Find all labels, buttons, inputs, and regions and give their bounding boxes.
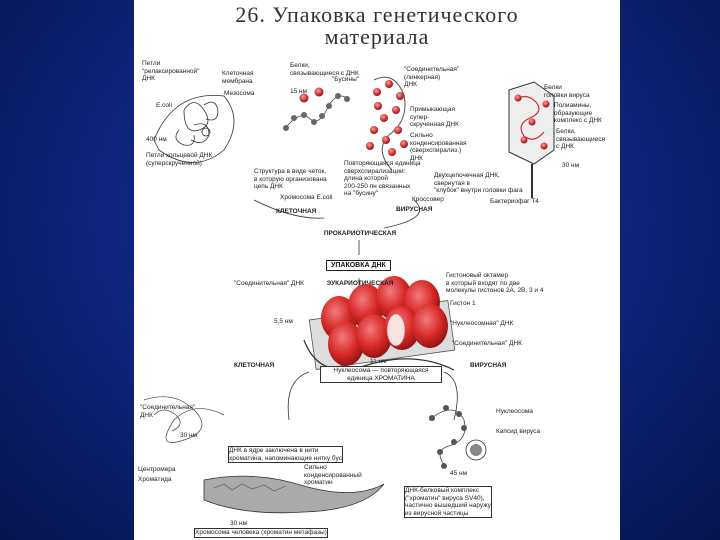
- lower-nm-30-label: 30 нм: [180, 432, 198, 439]
- lower-linker-label: "Соединительная" ДНК: [140, 404, 196, 419]
- capsid-label: Капсид вируса: [496, 428, 541, 435]
- protein-coat-label: Белки головки вируса: [544, 84, 590, 99]
- linker-label: "Соединительная" (линкерная) ДНК: [404, 66, 460, 88]
- cells-label: КЛЕТОЧНАЯ: [276, 208, 317, 215]
- sv40-chromatin-drawing: [428, 405, 487, 469]
- proteins-label: Белки, связывающиеся с ДНК: [290, 62, 359, 77]
- prokaryotic-label: ПРОКАРИОТИЧЕСКАЯ: [323, 230, 397, 237]
- linkers-label: Примыкающая супер- скрученная ДНК: [410, 106, 459, 128]
- flow-arrows: [253, 199, 458, 421]
- supercoil-cluster-drawing: [366, 76, 408, 171]
- nm-30-phage-label: 30 нм: [562, 162, 580, 169]
- linker-dna-label: "Соединительная" ДНК: [234, 280, 304, 287]
- phage-head-drawing: [508, 81, 555, 198]
- repeat-label: Повторяющаяся единица сверхспирализации:…: [344, 160, 421, 197]
- nm-400-label: 400 нм: [146, 136, 167, 143]
- bead-chain-drawing: [283, 87, 350, 131]
- centromere-label: Центромера: [138, 466, 176, 473]
- histone-octamer-label: Гистоновый октамер в который входят по д…: [446, 272, 544, 294]
- chromatin-desc-label: ДНК в ядре заключена в нити хроматина, н…: [228, 446, 343, 463]
- cross-label: Кроссовер: [412, 196, 444, 203]
- ecoli-cell-drawing: [153, 94, 235, 163]
- title-line-1: 26. Упаковка генетического: [235, 2, 519, 27]
- nm-5-label: 5,5 нм: [274, 318, 293, 325]
- nm-45-label: 45 нм: [450, 470, 468, 477]
- ecoli-label: E.coli: [156, 102, 172, 109]
- other-proteins-label: Белки, связывающиеся с ДНК: [556, 128, 606, 150]
- loops-label: Петли "релаксированной" ДНК: [142, 60, 200, 82]
- virus-label-top: ВИРУСНАЯ: [396, 206, 433, 213]
- eukaryotic-label: ЭУКАРИОТИЧЕСКАЯ: [326, 280, 394, 287]
- chromatid-label: Хроматида: [138, 476, 172, 483]
- virus-label-mid: ВИРУСНАЯ: [470, 362, 507, 369]
- phage-t4-label: Бактериофаг Т4: [490, 198, 539, 205]
- supercoiled-label: Петли кольцевой ДНК (суперскрученной): [146, 152, 213, 167]
- diagram-artwork: [143, 76, 555, 514]
- nucleosome-chain-label: Нуклеосома — повторяющаяся единица ХРОМА…: [320, 366, 442, 383]
- mesosome-label: Мезосома: [224, 90, 255, 97]
- chromatin-fiber-drawing: [143, 396, 225, 443]
- human-chromosome-label: Хромосома человека (хроматин метафазы): [194, 528, 328, 538]
- dsdna-label: Двухцепочечная ДНК, свернутая в "клубок"…: [434, 172, 523, 194]
- chromosome-drawing: [203, 475, 385, 514]
- nm-11-label: 11 нм: [370, 358, 387, 365]
- slide-page: 26. Упаковка генетического материала: [134, 0, 620, 540]
- beads-label: "Бусины": [332, 76, 360, 83]
- membrane-label: Клеточная мембрана: [222, 70, 254, 85]
- nucleosomal-dna-label: "Нуклеосомная" ДНК: [450, 320, 514, 327]
- title-line-2: материала: [324, 24, 430, 49]
- sv40-complex-label: ДНК-белковый комплекс ("хроматин" вируса…: [404, 486, 492, 518]
- packing-box: УПАКОВКА ДНК: [326, 260, 391, 271]
- nucleosome-label-lr: Нуклеосома: [496, 408, 533, 415]
- nm-15-label: 15 нм: [290, 88, 308, 95]
- condensed-chromatin-label: Сильно конденсированный хроматин: [304, 464, 362, 486]
- chain-label: Структура в виде четок, в которую органи…: [254, 168, 327, 190]
- slide-title: 26. Упаковка генетического материала: [134, 4, 620, 48]
- chromosome-ecoli-label: Хромосома E.coli: [280, 194, 333, 201]
- condensed-label: Сильно конденсированная (сверхспирализ.)…: [410, 132, 467, 162]
- nucleosome-cluster-drawing: [303, 276, 456, 371]
- poly-label: Полиамины, образующие комплекс с ДНК: [554, 102, 602, 124]
- h1-label: Гистон 1: [450, 300, 476, 307]
- lower-nm-30b-label: 30 нм: [230, 520, 248, 527]
- core-linker-label: "Соединительная" ДНК: [452, 340, 522, 347]
- cell-label-mid: КЛЕТОЧНАЯ: [234, 362, 275, 369]
